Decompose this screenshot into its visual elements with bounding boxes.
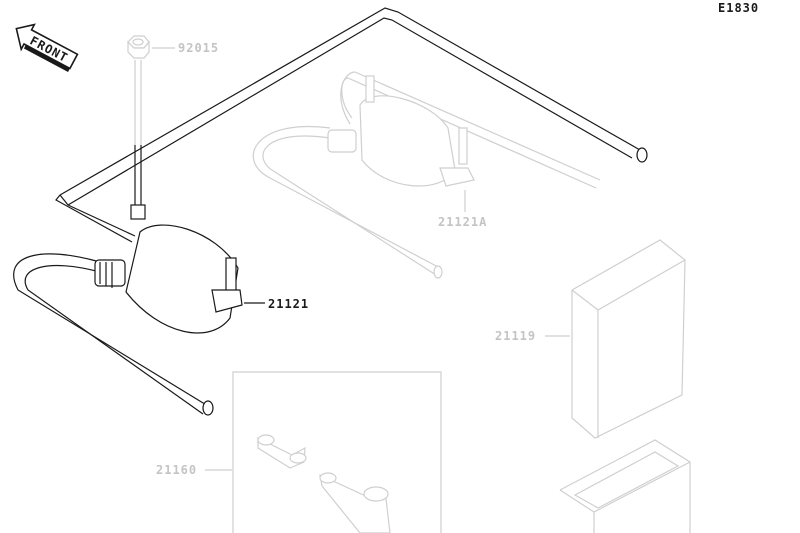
part-label-21121a: 21121A [438, 215, 487, 229]
part-label-92015: 92015 [178, 41, 219, 55]
ignitor-21119 [571, 239, 686, 439]
part-label-21119: 21119 [495, 329, 536, 343]
bracket-part [559, 439, 691, 533]
diagram-id: E1830 [718, 1, 759, 15]
ignition-coil-21121 [13, 224, 243, 416]
part-label-21160: 21160 [156, 463, 197, 477]
part-label-21121: 21121 [268, 297, 309, 311]
frame-bar [55, 7, 648, 243]
part-group-21160 [232, 371, 442, 533]
front-arrow-icon: FRONT [15, 23, 79, 72]
nut-icon [127, 35, 150, 59]
ignition-coil-21121a [252, 71, 601, 279]
mounting-stud [130, 60, 146, 220]
